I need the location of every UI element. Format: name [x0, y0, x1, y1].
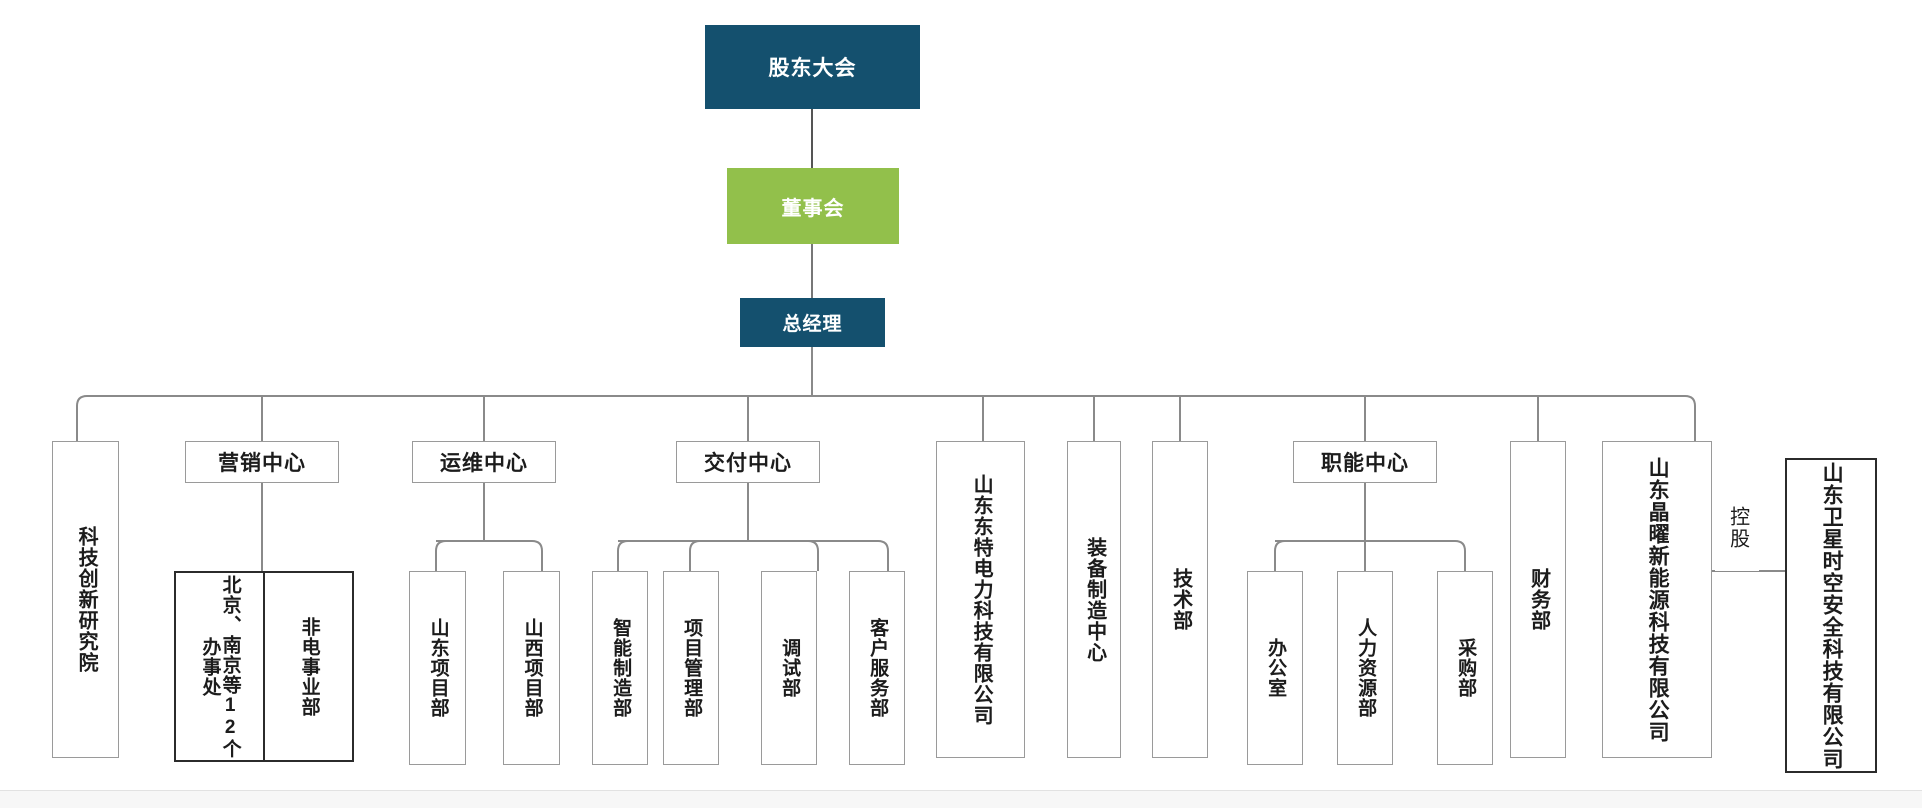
node-general-manager[interactable]: 总经理 — [740, 298, 885, 347]
node-label: 客户服务部 — [867, 618, 889, 718]
node-marketing-center[interactable]: 营销中心 — [185, 441, 339, 483]
node-offices-12[interactable]: 北京、南京等12个办事处 — [176, 573, 265, 760]
node-label: 智能制造部 — [610, 618, 632, 718]
node-delivery-center[interactable]: 交付中心 — [676, 441, 820, 483]
node-equipment-manufacturing-center[interactable]: 装备制造中心 — [1067, 441, 1121, 758]
node-label: 职能中心 — [1321, 452, 1409, 475]
page-bottom-rule — [0, 790, 1922, 791]
node-finance-dept[interactable]: 财务部 — [1510, 441, 1566, 758]
node-label: 北京、南京等12个办事处 — [199, 574, 241, 759]
node-jingyao-new-energy[interactable]: 山东晶曜新能源科技有限公司 — [1602, 441, 1712, 758]
node-shandong-project-dept[interactable]: 山东项目部 — [409, 571, 466, 765]
node-label: 调试部 — [779, 638, 801, 698]
node-procurement-dept[interactable]: 采购部 — [1437, 571, 1493, 765]
node-label: 技术部 — [1169, 568, 1192, 631]
node-shanxi-project-dept[interactable]: 山西项目部 — [503, 571, 560, 765]
node-customer-service-dept[interactable]: 客户服务部 — [849, 571, 905, 765]
node-label: 运维中心 — [440, 452, 528, 475]
node-label: 人力资源部 — [1355, 618, 1377, 718]
page-bottom-band — [0, 791, 1922, 808]
node-shandong-dongte-power-tech[interactable]: 山东东特电力科技有限公司 — [936, 441, 1025, 758]
node-office-room[interactable]: 办公室 — [1247, 571, 1303, 765]
node-non-power-division[interactable]: 非电事业部 — [265, 573, 352, 760]
node-label: 非电事业部 — [298, 616, 320, 717]
node-label: 山东晶曜新能源科技有限公司 — [1646, 456, 1670, 743]
node-research-institute[interactable]: 科技创新研究院 — [52, 441, 119, 758]
node-smart-manufacturing-dept[interactable]: 智能制造部 — [592, 571, 648, 765]
node-label: 交付中心 — [704, 452, 792, 475]
node-label: 山东项目部 — [427, 618, 449, 718]
node-functional-center[interactable]: 职能中心 — [1293, 441, 1437, 483]
node-label: 山东卫星时空安全科技有限公司 — [1820, 461, 1844, 770]
node-commissioning-dept[interactable]: 调试部 — [761, 571, 817, 765]
node-label: 办公室 — [1265, 638, 1287, 698]
relation-label-text: 控股 — [1726, 506, 1749, 550]
node-human-resources-dept[interactable]: 人力资源部 — [1337, 571, 1393, 765]
node-label: 总经理 — [782, 314, 843, 335]
node-label: 项目管理部 — [681, 618, 703, 718]
node-label: 采购部 — [1455, 638, 1477, 698]
node-technology-dept[interactable]: 技术部 — [1152, 441, 1208, 758]
node-board-of-directors[interactable]: 董事会 — [727, 168, 899, 244]
marketing-children-group: 北京、南京等12个办事处 非电事业部 — [174, 571, 354, 762]
node-label: 董事会 — [781, 197, 845, 220]
node-label: 营销中心 — [218, 452, 306, 475]
node-label: 装备制造中心 — [1083, 536, 1106, 663]
node-weixing-shikong-security-tech[interactable]: 山东卫星时空安全科技有限公司 — [1785, 458, 1877, 773]
node-operations-center[interactable]: 运维中心 — [412, 441, 556, 483]
node-label: 山西项目部 — [521, 618, 543, 718]
node-shareholders-meeting[interactable]: 股东大会 — [705, 25, 920, 109]
node-label: 科技创新研究院 — [75, 526, 98, 673]
relation-label-holding: 控股 — [1715, 485, 1759, 571]
node-project-management-dept[interactable]: 项目管理部 — [663, 571, 719, 765]
node-label: 股东大会 — [768, 57, 857, 80]
node-label: 山东东特电力科技有限公司 — [970, 473, 993, 726]
node-label: 财务部 — [1527, 568, 1550, 631]
